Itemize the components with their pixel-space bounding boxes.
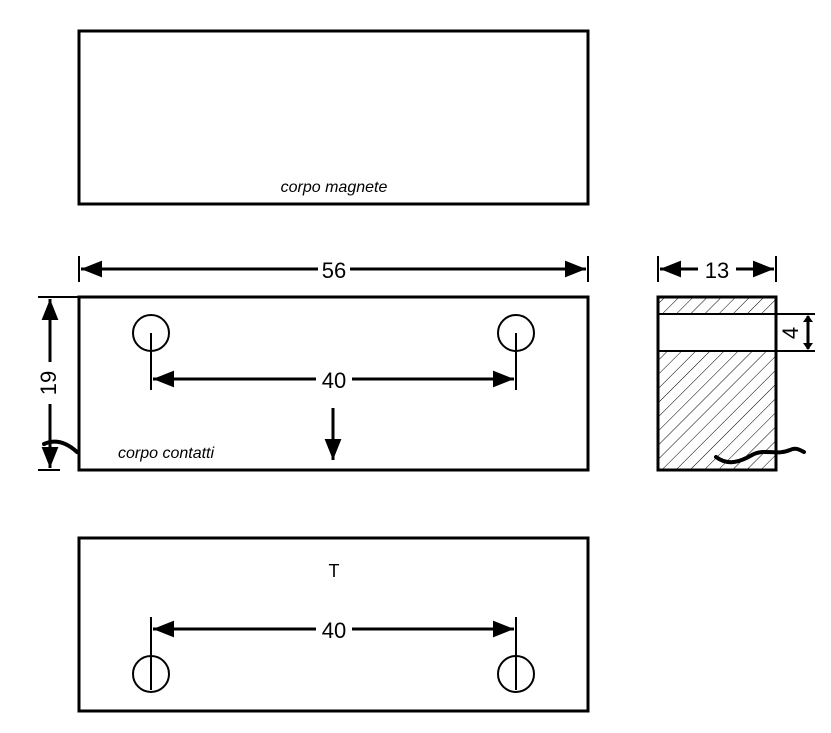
height-dimension-value: 19 [36, 371, 61, 395]
magnet-body-label: corpo magnete [281, 179, 388, 196]
height-dimension: 19 [36, 296, 79, 471]
side-hatch-bottom [658, 351, 776, 470]
cable-stub-left [42, 439, 79, 454]
bottom-mark-label: T [329, 561, 340, 581]
length-dimension: 56 [78, 256, 589, 283]
contact-body-view: 40 corpo contatti [77, 295, 590, 472]
magnet-body-view: corpo magnete [77, 29, 590, 206]
hole-spacing-bottom-value: 40 [322, 618, 346, 643]
bottom-view: T 40 [77, 536, 590, 713]
magnet-body-outline [77, 29, 590, 206]
side-hatch-top [658, 297, 776, 314]
bottom-hole-left [132, 655, 170, 693]
hole-spacing-front-value: 40 [322, 368, 346, 393]
bottom-view-outline [77, 536, 590, 713]
side-view: 13 4 [656, 256, 815, 472]
contact-body-outline [77, 295, 590, 472]
side-gap-value: 4 [778, 327, 803, 339]
bottom-hole-right [497, 655, 535, 693]
side-width-value: 13 [705, 258, 729, 283]
contact-body-label: corpo contatti [118, 445, 215, 462]
cable-side [714, 446, 806, 465]
side-view-outline [656, 295, 778, 472]
length-dimension-value: 56 [322, 258, 346, 283]
